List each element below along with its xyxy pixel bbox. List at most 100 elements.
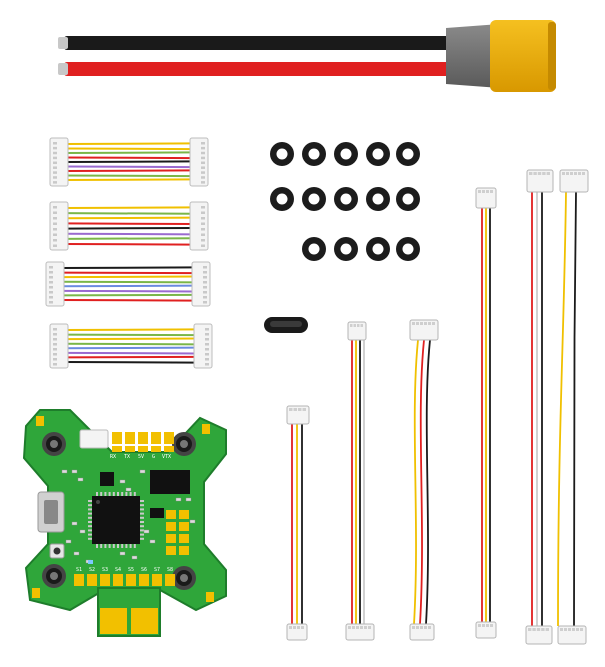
xt60-strain-cap: [446, 24, 500, 88]
rubber-washers: [270, 142, 420, 261]
solder-pad: [151, 432, 161, 444]
silk-label: S4: [115, 567, 121, 573]
solder-pad: [125, 446, 135, 452]
solder-pad: [166, 546, 176, 555]
solder-pad: [139, 574, 149, 586]
solder-pad: [100, 574, 110, 586]
corner-pad: [36, 416, 44, 426]
wire-tip-black: [58, 37, 68, 49]
solder-pad: [179, 522, 189, 531]
silk-label: VTX: [162, 454, 171, 460]
xt60-connector: [490, 20, 556, 92]
small-chip: [150, 508, 164, 518]
red-wire: [64, 62, 456, 76]
solder-pad: [138, 432, 148, 444]
solder-pad: [179, 534, 189, 543]
ribbon-connector-right: [189, 137, 209, 187]
jst-cable: [286, 405, 310, 641]
rubber-washer: [396, 237, 420, 261]
mount-hole: [42, 432, 66, 456]
silk-label: S2: [89, 567, 95, 573]
corner-pad: [32, 588, 40, 598]
silk-label: S5: [128, 567, 134, 573]
solder-pad: [125, 432, 135, 444]
solder-pad: [112, 446, 122, 452]
rubber-washer: [270, 142, 294, 166]
silk-label: S6: [141, 567, 147, 573]
ribbon-cable: [45, 261, 211, 307]
rubber-washer: [334, 237, 358, 261]
rubber-washer: [302, 142, 326, 166]
power-pad-left: [100, 608, 127, 634]
silk-label: S7: [154, 567, 160, 573]
ribbon-connector-right: [189, 201, 209, 251]
silk-label: 5V: [138, 454, 144, 460]
solder-pad: [164, 446, 174, 452]
jst-connector-top: [526, 169, 554, 193]
corner-pad: [206, 592, 214, 602]
silk-label: S3: [102, 567, 108, 573]
rubber-washer: [396, 142, 420, 166]
silk-label: S8: [167, 567, 173, 573]
solder-pad: [166, 522, 176, 531]
ribbon-connector-right: [191, 261, 211, 307]
ribbon-cables: [45, 137, 213, 369]
ribbon-cable: [49, 137, 209, 187]
rubber-washer: [396, 187, 420, 211]
silk-label: S1: [76, 567, 82, 573]
rubber-washer: [366, 187, 390, 211]
solder-pad: [87, 574, 97, 586]
rubber-washer: [302, 187, 326, 211]
ribbon-cable: [49, 323, 213, 369]
solder-pad: [138, 446, 148, 452]
rubber-washer: [302, 237, 326, 261]
rubber-washer: [334, 142, 358, 166]
status-led: [88, 560, 93, 564]
top-jst-connector: [79, 429, 109, 449]
xt60-power-lead: [58, 20, 556, 92]
solder-pad: [152, 574, 162, 586]
smd-components: [61, 469, 196, 564]
solder-pad: [179, 510, 189, 519]
solder-pad: [126, 574, 136, 586]
jst-cable: [557, 169, 589, 645]
ribbon-connector-left: [49, 201, 69, 251]
ribbon-connector-left: [49, 137, 69, 187]
ribbon-connector-left: [49, 323, 69, 369]
small-chip: [100, 472, 114, 486]
jst-connector-top: [559, 169, 589, 193]
flight-controller-board: S1 S2 S3 S4 S5 S6 S7 S8 RX TX 5V G VTX: [22, 409, 227, 637]
rubber-washer: [366, 237, 390, 261]
solder-pad: [165, 574, 175, 586]
rubber-washer: [270, 187, 294, 211]
solder-pad: [113, 574, 123, 586]
bottom-solder-pads: [74, 574, 175, 586]
solder-pad: [164, 432, 174, 444]
corner-pad: [202, 424, 210, 434]
rubber-washer: [366, 142, 390, 166]
silk-label: TX: [124, 454, 130, 460]
solder-pad: [179, 546, 189, 555]
solder-pad: [74, 574, 84, 586]
solder-pad: [151, 446, 161, 452]
jst-cables: [286, 169, 589, 645]
black-wire: [64, 36, 456, 50]
silkscreen-labels: S1 S2 S3 S4 S5 S6 S7 S8 RX TX 5V G VTX: [76, 454, 173, 573]
rubber-washer: [334, 187, 358, 211]
jst-cable: [525, 169, 554, 645]
solder-pad: [166, 510, 176, 519]
ribbon-cable: [49, 201, 209, 251]
mount-hole: [172, 432, 196, 456]
jst-cable: [409, 319, 439, 641]
jst-cable: [475, 187, 497, 639]
ribbon-connector-left: [45, 261, 65, 307]
mount-hole: [42, 564, 66, 588]
solder-pad: [112, 432, 122, 444]
secondary-chip: [150, 470, 190, 494]
wire-tip-red: [58, 63, 68, 75]
mcu-chip: [88, 492, 144, 548]
mount-hole: [172, 566, 196, 590]
silk-label: G: [152, 454, 155, 460]
silk-label: RX: [110, 454, 116, 460]
